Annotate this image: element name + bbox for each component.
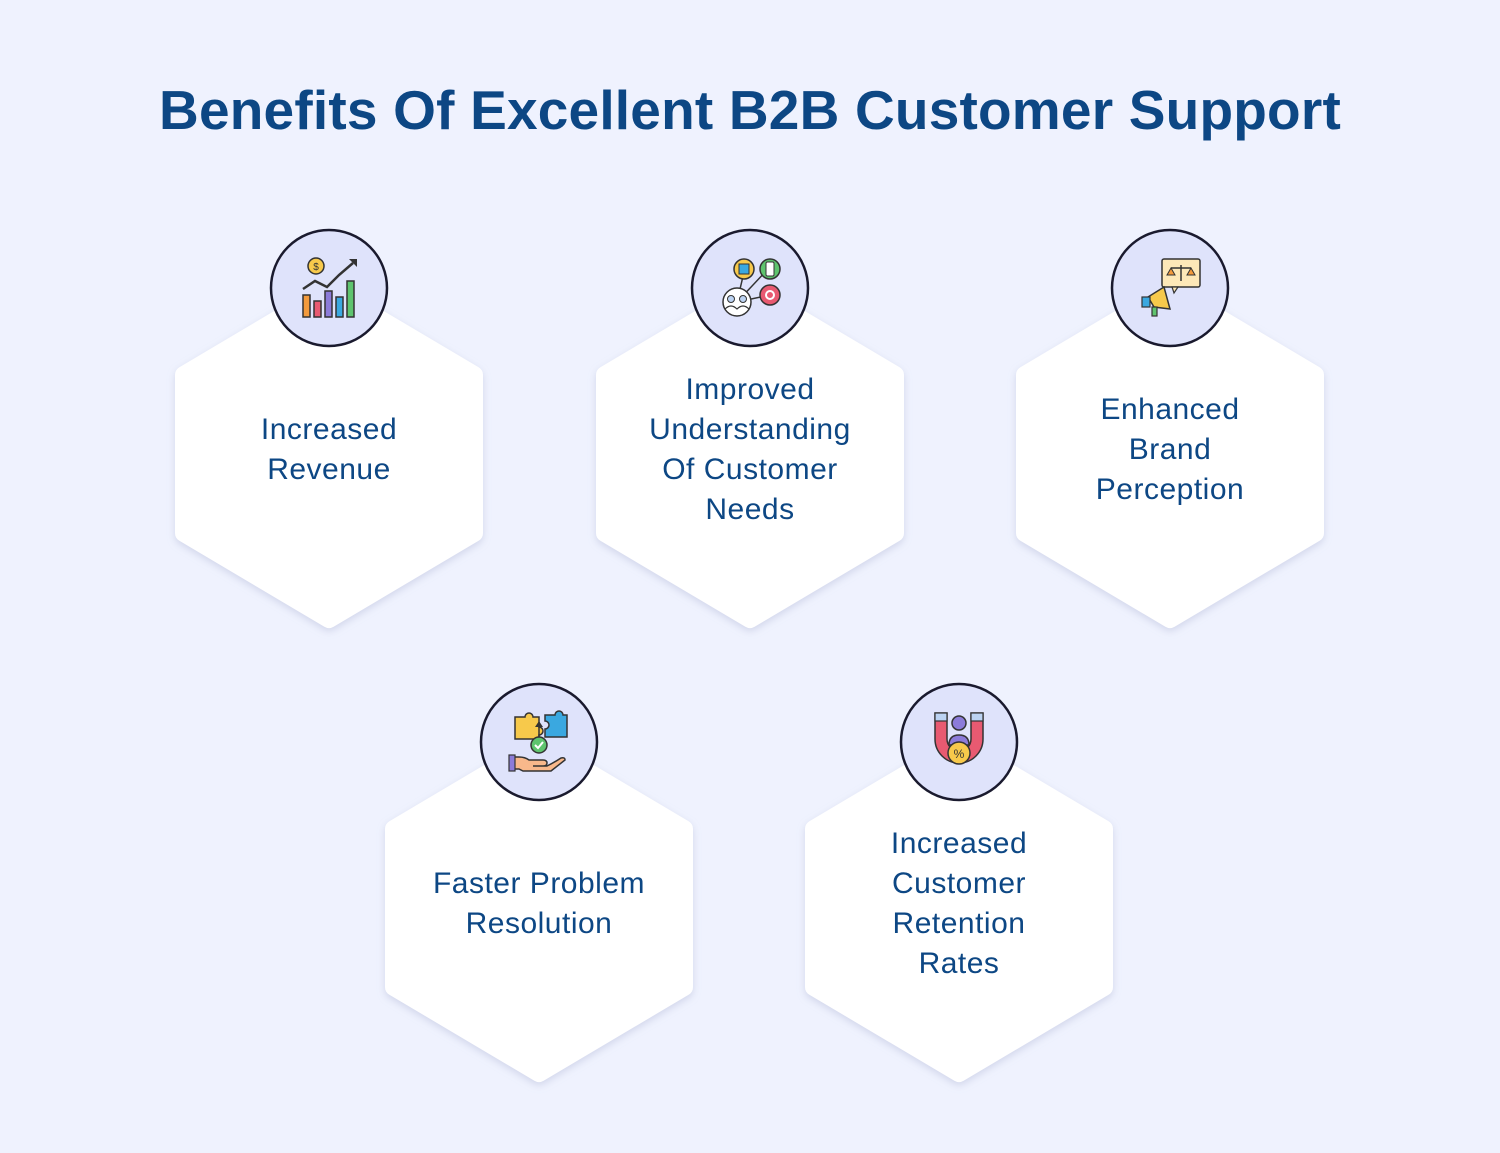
brand-megaphone-icon: [1141, 258, 1201, 317]
retention-magnet-icon: %: [934, 712, 984, 765]
benefit-card-increased-revenue: $ Increased Revenue: [174, 227, 484, 628]
hexagon-card: [175, 228, 483, 628]
svg-text:%: %: [954, 747, 965, 761]
customer-needs-icon: [722, 258, 781, 317]
svg-text:$: $: [313, 262, 319, 273]
puzzle-hand-icon: [508, 710, 568, 772]
benefit-card-customer-retention: % Increased Customer Retention Rates: [804, 681, 1114, 1082]
page-title: Benefits Of Excellent B2B Customer Suppo…: [159, 79, 1341, 141]
benefit-label: Increased Revenue: [260, 413, 398, 486]
revenue-chart-icon: $: [302, 257, 357, 318]
benefit-label: Faster Problem Resolution: [432, 867, 646, 940]
benefit-label: Improved Understanding Of Customer Needs: [649, 373, 851, 526]
benefit-label: Enhanced Brand Perception: [1095, 393, 1245, 506]
benefit-label: Increased Customer Retention Rates: [890, 827, 1028, 980]
hexagon-card: [805, 682, 1113, 1082]
benefit-card-problem-resolution: Faster Problem Resolution: [384, 681, 694, 1082]
benefit-card-brand-perception: Enhanced Brand Perception: [1015, 227, 1325, 628]
benefit-card-customer-needs: Improved Understanding Of Customer Needs: [595, 227, 905, 628]
